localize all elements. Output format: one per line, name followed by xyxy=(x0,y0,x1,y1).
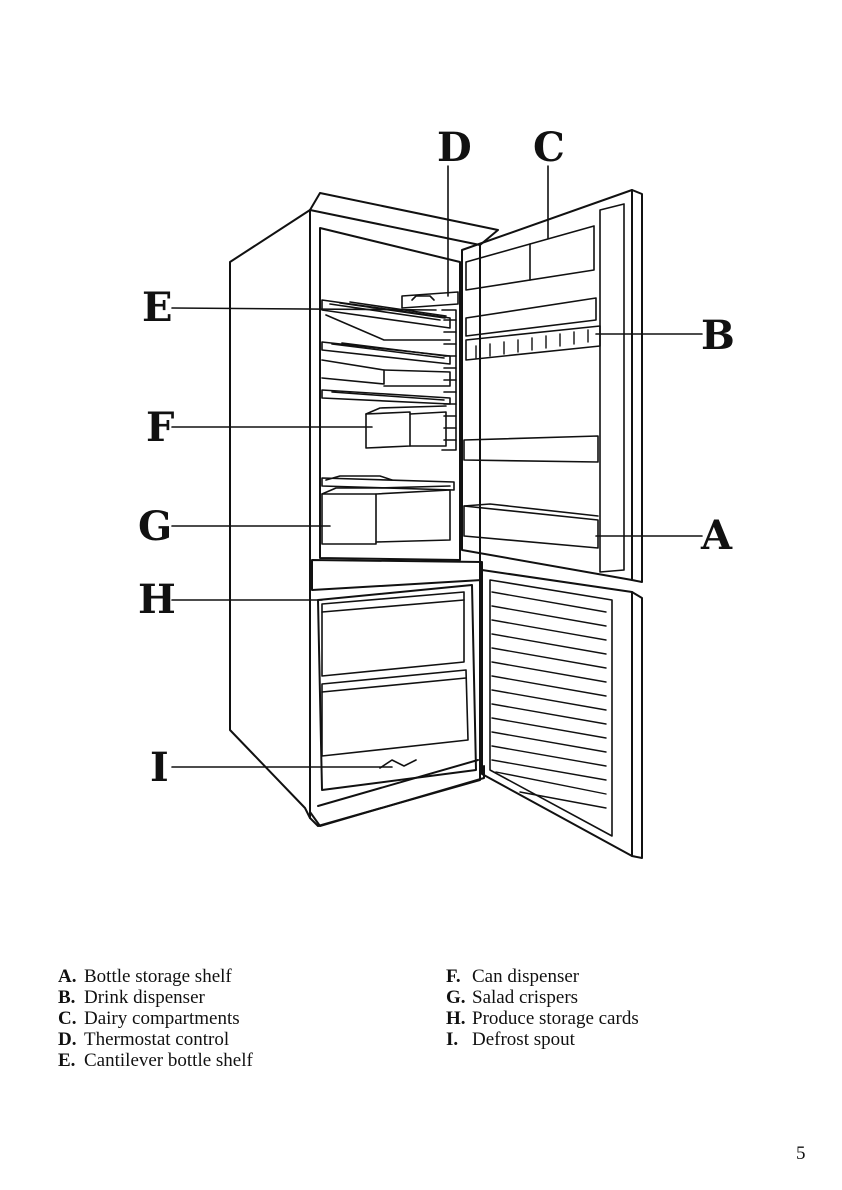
fridge-door xyxy=(462,190,642,582)
legend-item-h: H.Produce storage cards xyxy=(446,1008,639,1029)
cabinet-body xyxy=(230,193,498,826)
callout-c: C xyxy=(533,128,565,168)
callout-f: F xyxy=(146,408,174,448)
freezer-drawers xyxy=(322,592,468,768)
freezer-door xyxy=(482,570,642,858)
legend-item-f: F.Can dispenser xyxy=(446,966,639,987)
callout-b: B xyxy=(701,316,735,356)
callout-d: D xyxy=(437,128,472,168)
legend-item-a: A.Bottle storage shelf xyxy=(58,966,253,987)
fridge-freezer-diagram xyxy=(0,0,842,900)
callout-a: A xyxy=(701,516,732,556)
page-number: 5 xyxy=(796,1143,806,1165)
callout-i: I xyxy=(150,748,169,788)
fridge-shelves xyxy=(322,292,458,544)
legend-item-g: G.Salad crispers xyxy=(446,987,639,1008)
legend-item-d: D.Thermostat control xyxy=(58,1029,253,1050)
legend-item-c: C.Dairy compartments xyxy=(58,1008,253,1029)
legend-item-e: E.Cantilever bottle shelf xyxy=(58,1050,253,1071)
callout-g: G xyxy=(138,507,172,547)
callout-e: E xyxy=(142,288,173,328)
legend-item-b: B.Drink dispenser xyxy=(58,987,253,1008)
callout-h: H xyxy=(138,580,176,620)
legend-right: F.Can dispenser G.Salad crispers H.Produ… xyxy=(446,966,639,1050)
legend-item-i: I.Defrost spout xyxy=(446,1029,639,1050)
legend-left: A.Bottle storage shelf B.Drink dispenser… xyxy=(58,966,253,1071)
